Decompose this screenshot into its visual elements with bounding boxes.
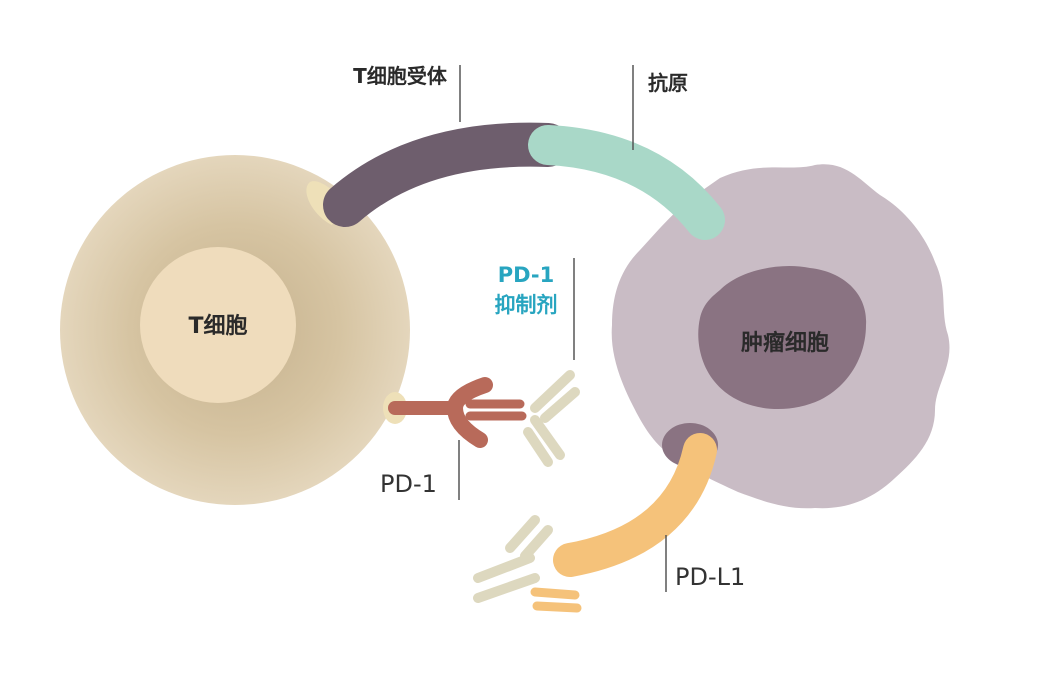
tcr-label: T细胞受体: [353, 64, 448, 88]
pd1-inhibitor-label-line1: PD-1: [498, 263, 555, 287]
pdl1-body: [553, 433, 717, 577]
t-cell-receptor: [323, 122, 570, 227]
tcr-antigen-complex: [306, 122, 725, 240]
pdl1-label: PD-L1: [675, 563, 745, 591]
pd1-receptor: [383, 377, 527, 448]
pd1-label: PD-1: [380, 470, 437, 498]
tumor-cell-label: 肿瘤细胞: [741, 330, 829, 356]
tumor-cell: [611, 164, 950, 509]
t-cell-label: T细胞: [188, 313, 247, 339]
tumor-cell-nucleus: [698, 266, 867, 410]
pd1-inhibitor-antibody: [523, 370, 580, 467]
pdl1-ligand: [553, 423, 718, 577]
pdl1-bound-antibody: [473, 515, 582, 613]
antigen: [528, 125, 725, 240]
pd1-inhibitor-label-line2: 抑制剂: [495, 293, 558, 317]
pd1-arms: [446, 377, 493, 448]
t-cell: [60, 155, 410, 505]
t-cell-nucleus: [140, 247, 296, 403]
antigen-label: 抗原: [648, 71, 688, 95]
